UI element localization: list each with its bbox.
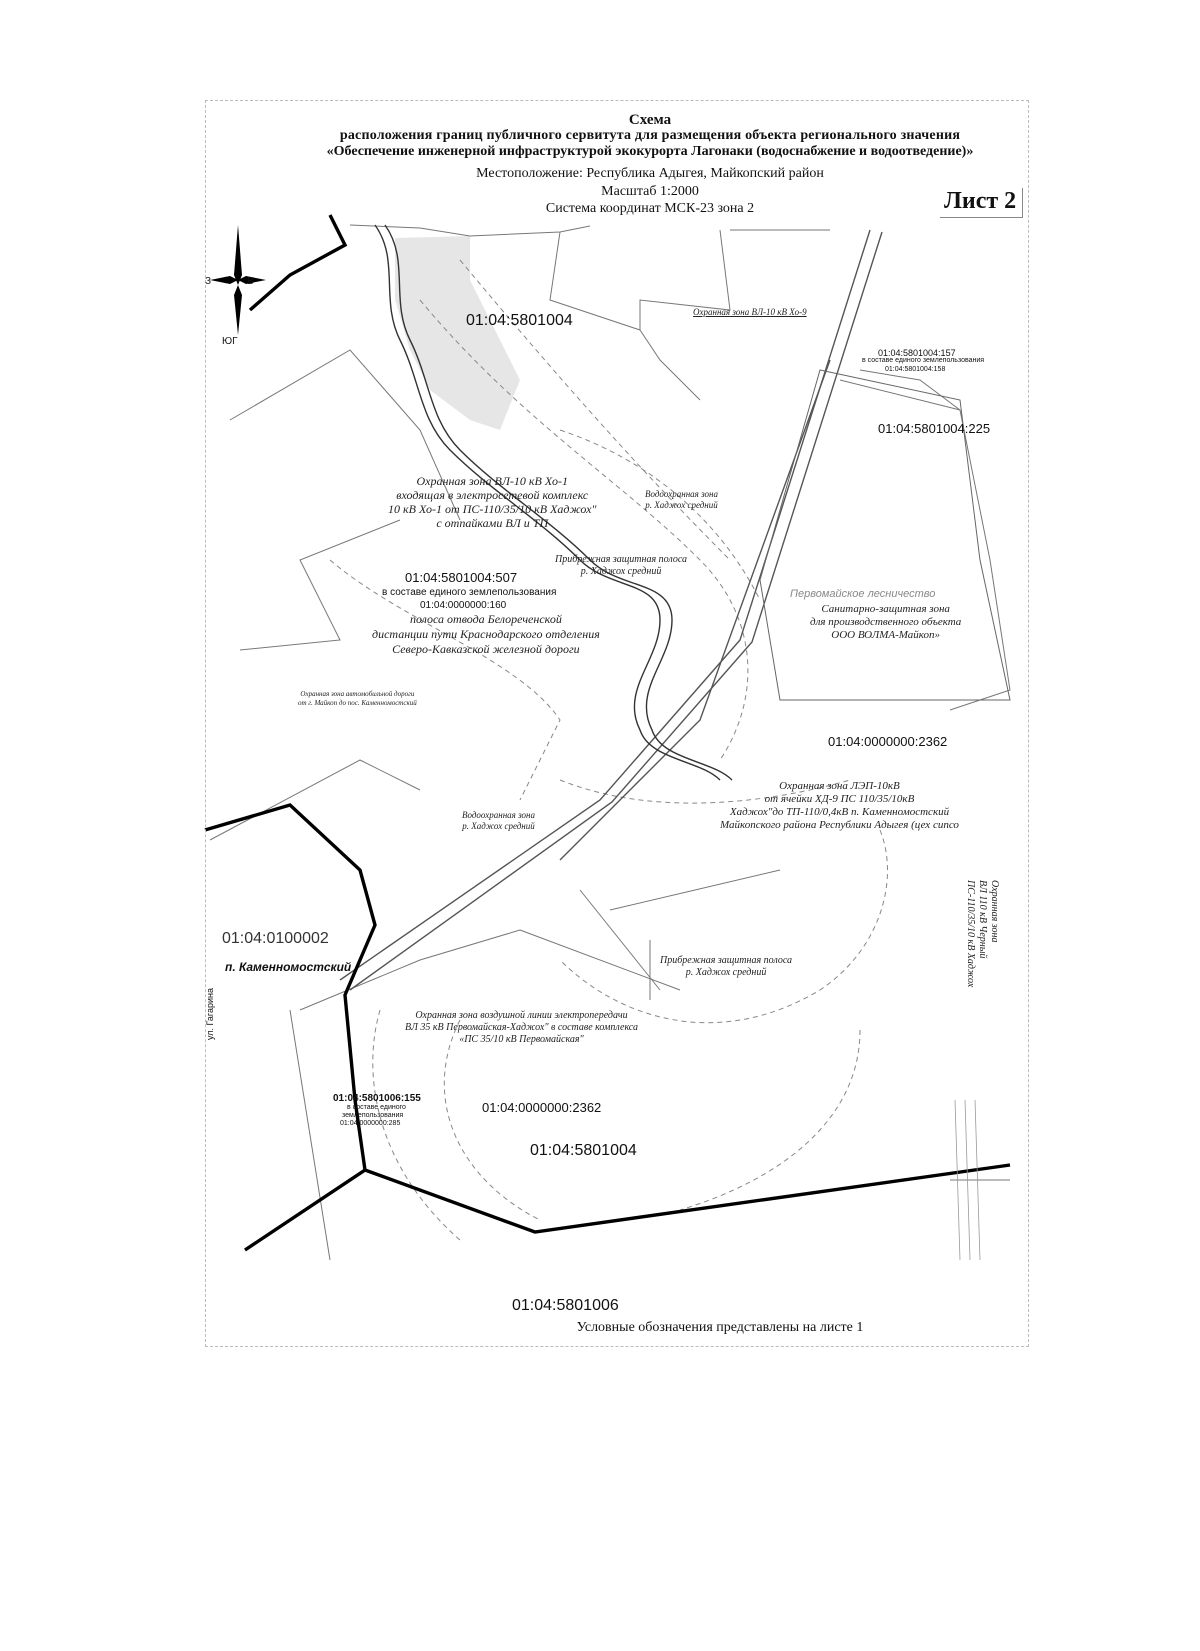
map-title: Схема bbox=[628, 112, 672, 128]
zone-note: Охранная зона ВЛ-10 кВ Хо-9 bbox=[693, 307, 807, 317]
sanitary-zone-outline bbox=[759, 369, 1011, 701]
railway-corridor bbox=[339, 229, 883, 991]
map-scale: Масштаб 1:2000 bbox=[601, 184, 699, 199]
map-subtitle-1: расположения границ публичного сервитута… bbox=[339, 128, 961, 143]
parcel-note: землепользования bbox=[342, 1112, 404, 1119]
municipal-boundary bbox=[204, 214, 1011, 1252]
compass-east: В bbox=[247, 276, 254, 287]
zone-boundaries bbox=[329, 259, 888, 1241]
zone-note: Охранная зона ЛЭП-10кВ от ячейки ХД-9 ПС… bbox=[720, 780, 959, 831]
parcel-label: 01:04:5801004:157 bbox=[878, 348, 956, 358]
parcel-note: в составе единого землепользования bbox=[382, 587, 557, 598]
map-subtitle-2: «Обеспечение инженерной инфраструктурой … bbox=[326, 144, 974, 159]
parcel-label: 01:04:5801004:507 bbox=[405, 570, 518, 585]
zone-note: Охранная зона воздушной линии электропер… bbox=[405, 1010, 638, 1045]
zone-note: Санитарно-защитная зона для производстве… bbox=[810, 603, 962, 641]
legend-footer: Условные обозначения представлены на лис… bbox=[576, 1320, 864, 1335]
parcel-note: в составе единого землепользования bbox=[862, 357, 985, 364]
north-arrow-icon bbox=[210, 225, 266, 335]
parcel-label: 01:04:0000000:2362 bbox=[482, 1100, 602, 1115]
parcel-note: 01:04:0000000:285 bbox=[340, 1120, 401, 1127]
parcel-note: в составе единого bbox=[347, 1104, 406, 1111]
parcel-label: 01:04:5801004 bbox=[466, 312, 573, 329]
river bbox=[374, 224, 733, 781]
zone-note: Охранная зона ВЛ-10 кВ Хо-1 входящая в э… bbox=[388, 474, 597, 530]
zone-note: полоса отвода Белореченской дистанции пу… bbox=[372, 612, 600, 656]
quarter-label: 01:04:0100002 bbox=[222, 930, 329, 947]
map-location: Местоположение: Республика Адыгея, Майко… bbox=[476, 166, 824, 181]
parcel-label: 01:04:0000000:2362 bbox=[828, 734, 948, 749]
sheet-frame bbox=[205, 100, 1029, 1347]
zone-note: Водоохранная зона р. Хаджох средний bbox=[462, 810, 535, 831]
forestry-label: Первомайское лесничество bbox=[790, 588, 936, 600]
map-crs: Система координат МСК-23 зона 2 bbox=[545, 201, 755, 216]
zone-note: Охранная зона ВЛ 110 кВ Черный ПС-110/35… bbox=[965, 880, 1000, 988]
street-label: ул. Гагарина bbox=[205, 987, 215, 1040]
settlement-label: п. Каменномостский bbox=[225, 960, 352, 974]
zone-note: Водоохранная зона р. Хаджох средний bbox=[645, 489, 718, 510]
zone-note: Охранная зона автомобильной дороги от г.… bbox=[298, 690, 417, 707]
parcel-label: 01:04:5801006:155 bbox=[333, 1093, 421, 1104]
parcel-label: 01:04:5801004 bbox=[530, 1142, 637, 1159]
parcel-note: 01:04:0000000:160 bbox=[420, 600, 507, 611]
parcel-label: 01:04:5801004:225 bbox=[878, 421, 991, 436]
parcel-note: 01:04:5801004:158 bbox=[885, 366, 946, 373]
compass-west: З bbox=[205, 276, 212, 287]
right-hatch bbox=[954, 1099, 981, 1261]
zone-note: Прибрежная защитная полоса р. Хаджох сре… bbox=[660, 955, 793, 978]
zone-note: Прибрежная защитная полоса р. Хаджох сре… bbox=[555, 554, 688, 577]
sheet-label: Лист 2 bbox=[940, 188, 1024, 218]
compass-south: ЮГ bbox=[222, 336, 238, 347]
parcel-label: 01:04:5801006 bbox=[512, 1297, 619, 1314]
